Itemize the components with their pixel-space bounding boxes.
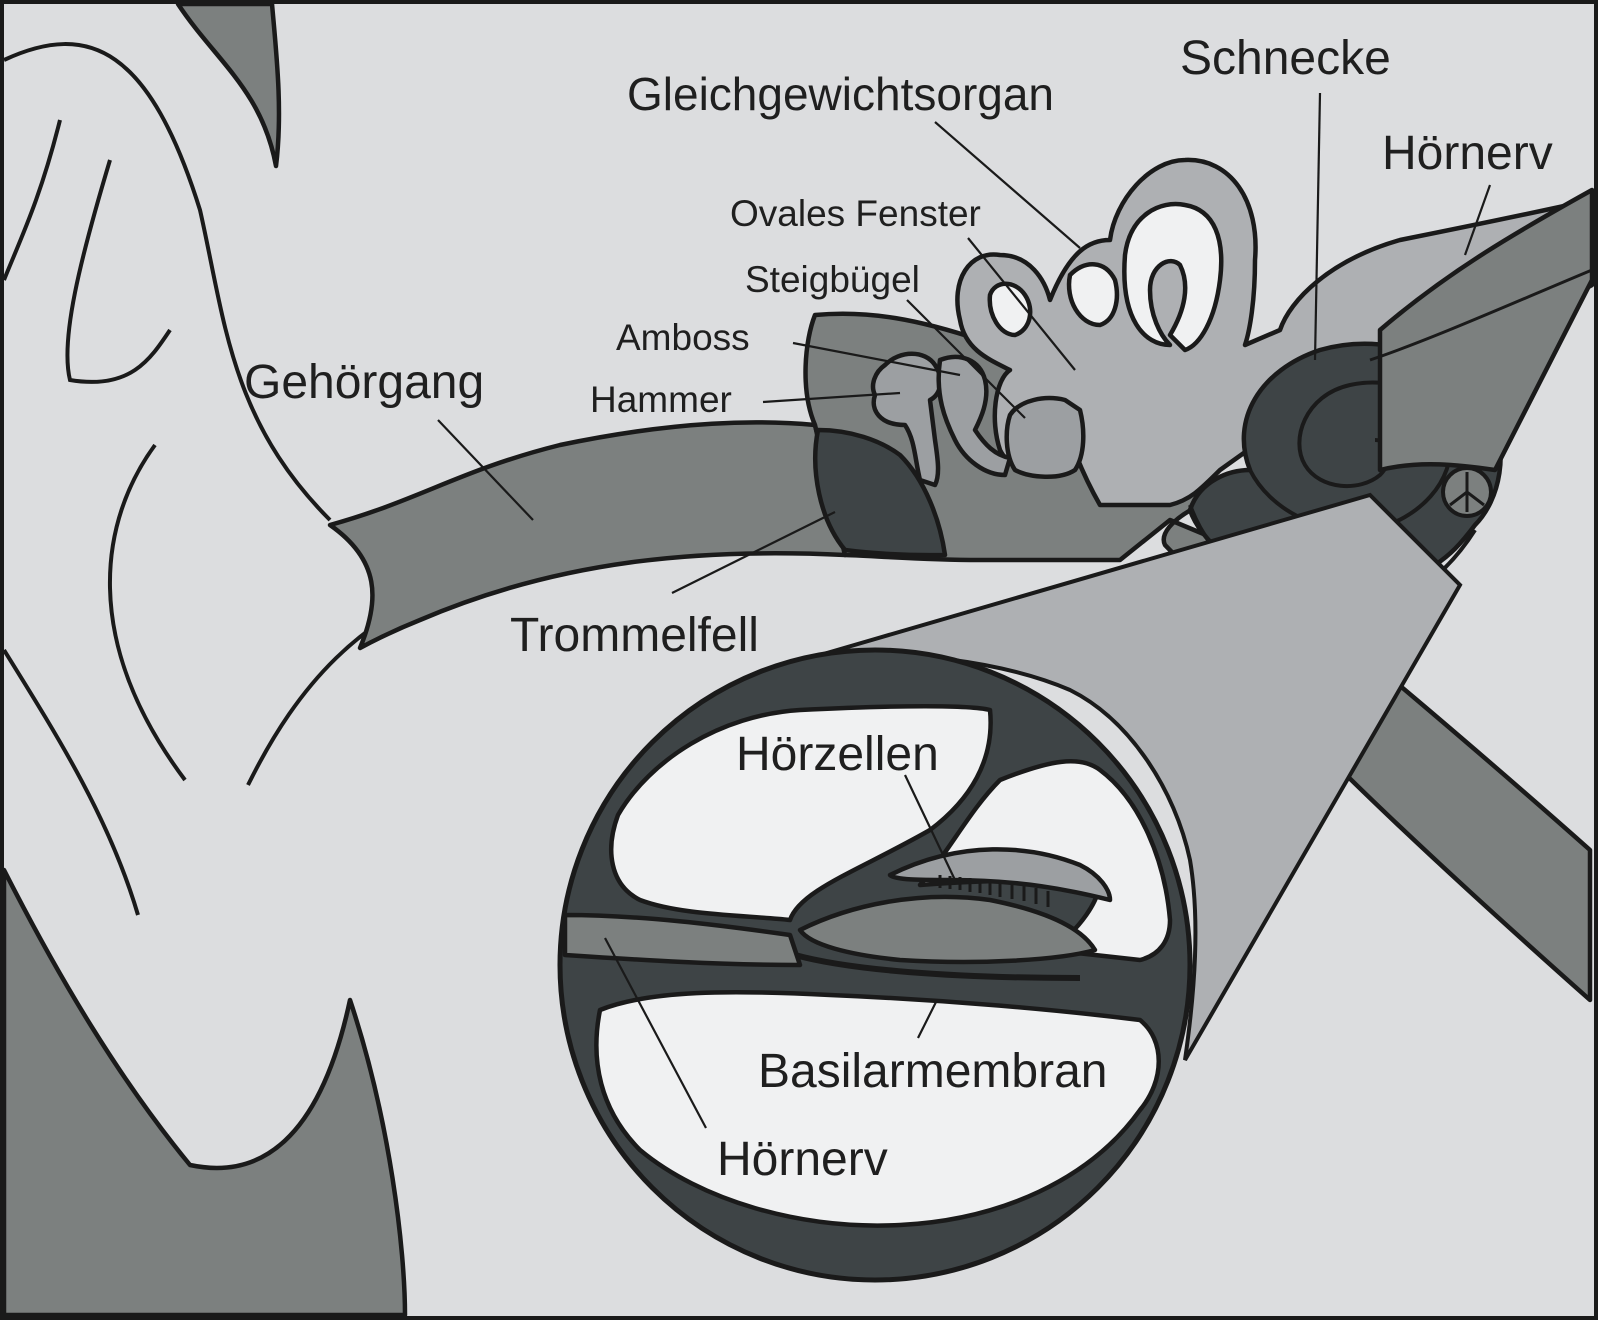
label-hoernerv-top: Hörnerv <box>1382 127 1553 180</box>
label-hoernerv-bottom: Hörnerv <box>717 1133 888 1186</box>
label-amboss: Amboss <box>616 317 750 358</box>
label-steigbuegel: Steigbügel <box>745 259 920 300</box>
label-schnecke: Schnecke <box>1180 32 1391 85</box>
label-trommelfell: Trommelfell <box>510 609 759 662</box>
label-basilarmembran: Basilarmembran <box>758 1045 1107 1098</box>
label-gleichgewichtsorgan: Gleichgewichtsorgan <box>627 68 1054 120</box>
label-ovales-fenster: Ovales Fenster <box>730 193 981 234</box>
label-gehoergang: Gehörgang <box>244 356 484 409</box>
label-hammer: Hammer <box>590 379 732 420</box>
label-hoerzellen: Hörzellen <box>736 728 939 781</box>
